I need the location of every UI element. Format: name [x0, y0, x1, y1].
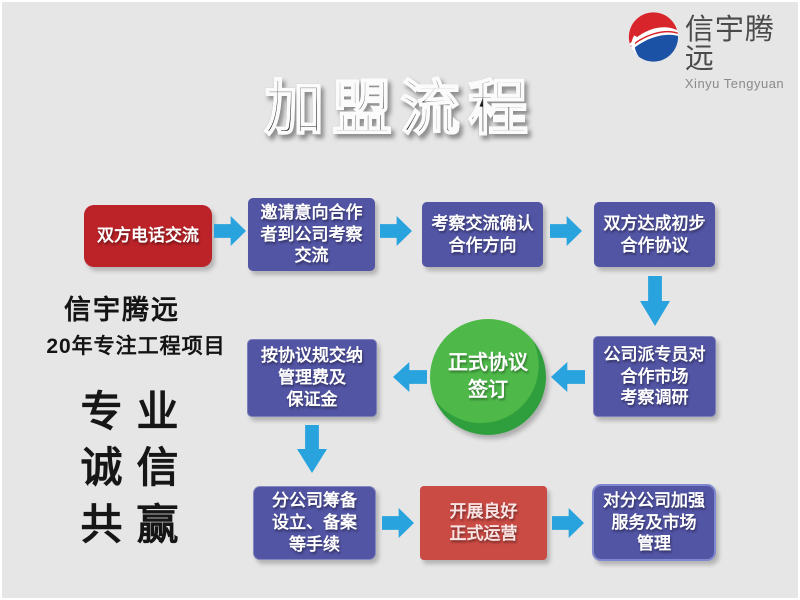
brand-name: 信宇腾远 — [64, 295, 180, 325]
arrow-right-icon — [382, 508, 414, 538]
step-ongoing-management: 对分公司加强 服务及市场 管理 — [592, 484, 716, 561]
arrow-left-icon — [551, 362, 585, 392]
step-formal-signing: 正式协议 签订 — [430, 319, 546, 435]
step-invite-visit: 邀请意向合作 者到公司考察 交流 — [248, 198, 375, 271]
arrow-right-icon — [214, 216, 246, 246]
arrow-down-icon — [297, 425, 327, 473]
logo-name-en: Xinyu Tengyuan — [685, 77, 798, 90]
step-formal-operation: 开展良好 正式运营 — [420, 486, 547, 560]
step-pay-fees: 按协议规交纳 管理费及 保证金 — [247, 339, 377, 417]
step-branch-setup: 分公司筹备 设立、备案 等手续 — [253, 486, 376, 560]
arrow-left-icon — [393, 362, 427, 392]
step-phone-exchange: 双方电话交流 — [84, 205, 212, 267]
brand-tagline: 20年专注工程项目 — [46, 335, 226, 358]
arrow-right-icon — [550, 216, 582, 246]
step-confirm-direction: 考察交流确认 合作方向 — [422, 202, 543, 267]
arrow-right-icon — [552, 508, 584, 538]
brand-value-integrity: 诚信 — [80, 444, 193, 491]
arrow-right-icon — [380, 216, 412, 246]
page-title: 加盟流程 — [2, 60, 798, 147]
step-market-research: 公司派专员对 合作市场 考察调研 — [593, 336, 716, 417]
logo-text: 信宇腾远 Xinyu Tengyuan — [684, 10, 798, 91]
company-logo: 信宇腾远 Xinyu Tengyuan — [628, 10, 798, 90]
brand-value-winwin: 共赢 — [80, 501, 193, 548]
step-preliminary-agree: 双方达成初步 合作协议 — [594, 202, 715, 267]
logo-globe-icon — [628, 12, 679, 62]
arrow-down-icon — [640, 276, 670, 326]
brand-value-professional: 专业 — [80, 388, 193, 435]
logo-name-cn: 信宇腾远 — [684, 14, 775, 75]
